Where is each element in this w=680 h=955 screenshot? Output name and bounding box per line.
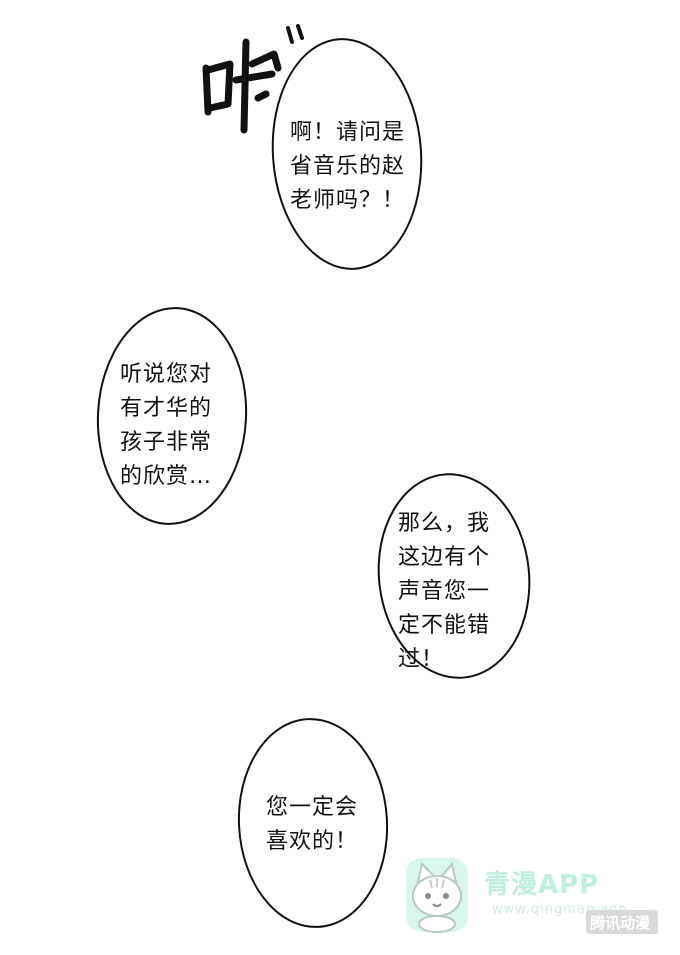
cat-icon: [406, 858, 468, 933]
bubble-line: 有才华的: [120, 396, 213, 421]
watermark-stamp-text: 腾讯动漫: [590, 914, 651, 932]
bubble-line: 老师吗？！: [290, 188, 406, 213]
bubble-line: 这边有个: [398, 545, 491, 570]
speech-bubble-1-text: 啊！请问是 省音乐的赵 老师吗？！: [290, 116, 405, 218]
speech-bubble-2-text: 听说您对 有才华的 孩子非常 的欣赏…: [120, 358, 212, 494]
bubble-line: 孩子非常: [120, 430, 213, 455]
watermark-stamp: 腾讯动漫: [586, 910, 658, 934]
bubble-line: 的欣赏…: [120, 464, 213, 489]
bubble-line: 听说您对: [120, 362, 213, 387]
bubble-line: 过！: [398, 647, 445, 672]
watermark-title: 青漫APP: [484, 870, 600, 900]
sound-effect-ka: [202, 24, 304, 134]
bubble-line: 省音乐的赵: [290, 154, 406, 179]
bubble-line: 喜欢的！: [266, 829, 359, 854]
bubble-line: 您一定会: [266, 795, 359, 820]
bubble-line: 声音您一: [398, 579, 491, 604]
watermark: 青漫APP www.qingman.app 腾讯动漫: [400, 852, 662, 938]
speech-bubble-3-text: 那么，我 这边有个 声音您一 定不能错 过！: [398, 507, 490, 677]
bubble-line: 啊！请问是: [290, 120, 406, 145]
speech-bubble-4-text: 您一定会 喜欢的！: [266, 791, 358, 859]
bubble-line: 那么，我: [398, 511, 491, 536]
bubble-line: 定不能错: [398, 613, 491, 638]
